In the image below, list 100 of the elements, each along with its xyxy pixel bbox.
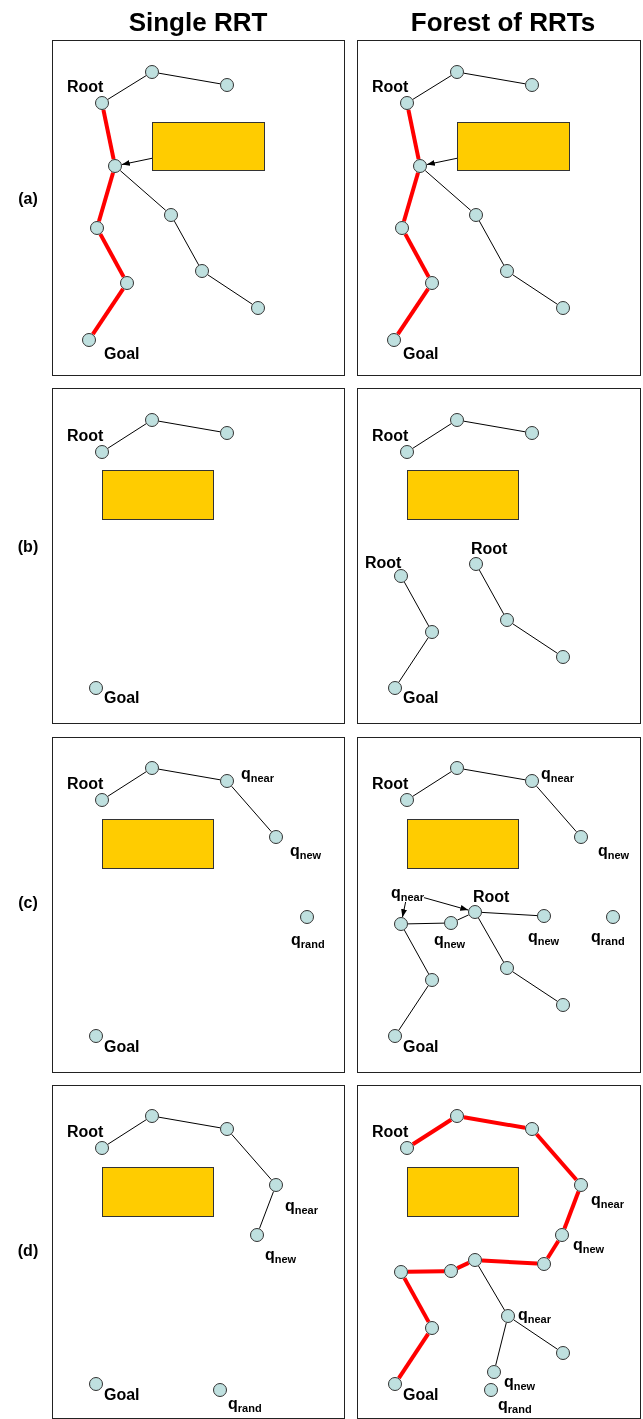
tree-edge bbox=[536, 785, 577, 833]
node-label: Root bbox=[67, 78, 104, 96]
node-label: q$_{rand}$ bbox=[498, 1396, 532, 1414]
path-segment bbox=[481, 1258, 538, 1266]
tree-edge bbox=[478, 569, 505, 615]
tree-edge bbox=[512, 623, 558, 654]
tree-edge bbox=[512, 274, 558, 305]
obstacle-rect bbox=[407, 819, 519, 869]
arrow bbox=[423, 897, 469, 911]
obstacle-rect bbox=[102, 819, 214, 869]
obstacle-rect bbox=[102, 1167, 214, 1217]
tree-edge bbox=[231, 1133, 272, 1181]
tree-edge bbox=[463, 768, 526, 781]
tree-edge bbox=[412, 75, 452, 100]
tree-edge bbox=[398, 637, 429, 683]
row-label: (d) bbox=[16, 1242, 40, 1260]
node-label: Root bbox=[372, 775, 409, 793]
path-segment bbox=[101, 109, 116, 160]
node-label: q$_{rand}$ bbox=[228, 1395, 262, 1413]
node-label: Root bbox=[372, 427, 409, 445]
node-label: q$_{rand}$ bbox=[291, 931, 325, 949]
path-segment bbox=[403, 233, 431, 278]
obstacle-rect bbox=[407, 1167, 519, 1217]
obstacle-rect bbox=[152, 122, 265, 171]
node-label: Goal bbox=[403, 1386, 439, 1404]
node-label: Root bbox=[372, 1123, 409, 1141]
node-label: Root bbox=[67, 427, 104, 445]
row-label: (b) bbox=[16, 538, 40, 556]
node-label: Root bbox=[67, 1123, 104, 1141]
obstacle-rect bbox=[407, 470, 519, 520]
arrow bbox=[401, 901, 407, 918]
row-label: (a) bbox=[17, 190, 39, 208]
tree-edge bbox=[231, 785, 272, 833]
node-label: Root bbox=[471, 540, 508, 558]
tree-edge bbox=[477, 917, 505, 963]
tree-edge bbox=[403, 929, 430, 975]
node-label: Goal bbox=[104, 345, 140, 363]
panel-frame bbox=[357, 737, 641, 1073]
node-label: q$_{new}$ bbox=[290, 842, 322, 860]
node-label: q$_{near}$ bbox=[285, 1197, 319, 1215]
node-label: q$_{new}$ bbox=[265, 1246, 297, 1264]
path-segment bbox=[402, 172, 420, 222]
tree-edge bbox=[259, 1191, 274, 1229]
panel-frame bbox=[357, 1085, 641, 1419]
panel-frame bbox=[357, 388, 641, 724]
path-segment bbox=[91, 287, 125, 336]
tree-edge bbox=[107, 1119, 147, 1145]
node-label: Goal bbox=[104, 689, 140, 707]
tree-edge bbox=[158, 420, 221, 433]
tree-edge bbox=[158, 768, 221, 781]
tree-edge bbox=[173, 220, 200, 266]
path-segment bbox=[411, 1118, 453, 1146]
path-segment bbox=[97, 172, 115, 222]
path-segment bbox=[396, 287, 430, 336]
node-label: Goal bbox=[403, 345, 439, 363]
column-heading: Forest of RRTs bbox=[409, 8, 597, 37]
path-segment bbox=[407, 1269, 445, 1274]
node-label: q$_{new}$ bbox=[573, 1236, 605, 1254]
path-segment bbox=[546, 1239, 560, 1260]
node-label: q$_{rand}$ bbox=[591, 928, 625, 946]
path-segment bbox=[98, 233, 126, 278]
node-label: q$_{near}$ bbox=[591, 1191, 625, 1209]
panel-frame bbox=[52, 1085, 345, 1419]
node-label: Root bbox=[372, 78, 409, 96]
node-label: Goal bbox=[403, 1038, 439, 1056]
tree-edge bbox=[407, 922, 445, 925]
tree-edge bbox=[398, 985, 429, 1031]
path-segment bbox=[456, 1261, 470, 1270]
path-segment bbox=[406, 109, 421, 160]
tree-edge bbox=[158, 1116, 221, 1129]
node-label: q$_{near}$ bbox=[518, 1306, 552, 1324]
path-segment bbox=[562, 1190, 581, 1230]
node-label: q$_{new}$ bbox=[504, 1373, 536, 1391]
tree-edge bbox=[424, 170, 472, 211]
path-segment bbox=[402, 1277, 431, 1323]
node-label: Root bbox=[473, 888, 510, 906]
tree-edge bbox=[158, 72, 221, 85]
tree-edge bbox=[478, 220, 505, 266]
panel-frame bbox=[52, 737, 345, 1073]
tree-edge bbox=[512, 971, 558, 1002]
panel-frame bbox=[52, 388, 345, 724]
node-label: q$_{new}$ bbox=[598, 842, 630, 860]
node-label: q$_{new}$ bbox=[434, 931, 466, 949]
tree-edge bbox=[478, 1265, 505, 1311]
tree-edge bbox=[412, 423, 452, 449]
column-heading: Single RRT bbox=[127, 8, 269, 37]
tree-edge bbox=[412, 771, 452, 797]
tree-edge bbox=[513, 1319, 558, 1350]
arrow bbox=[121, 157, 153, 166]
node-label: Goal bbox=[104, 1038, 140, 1056]
tree-edge bbox=[107, 771, 147, 797]
path-segment bbox=[535, 1132, 578, 1182]
tree-edge bbox=[463, 72, 526, 85]
node-label: Goal bbox=[403, 689, 439, 707]
obstacle-rect bbox=[457, 122, 570, 171]
tree-edge bbox=[119, 170, 167, 211]
path-segment bbox=[463, 1115, 526, 1130]
node-label: q$_{near}$ bbox=[541, 765, 575, 783]
panel-frame bbox=[52, 40, 345, 376]
row-label: (c) bbox=[17, 894, 39, 912]
